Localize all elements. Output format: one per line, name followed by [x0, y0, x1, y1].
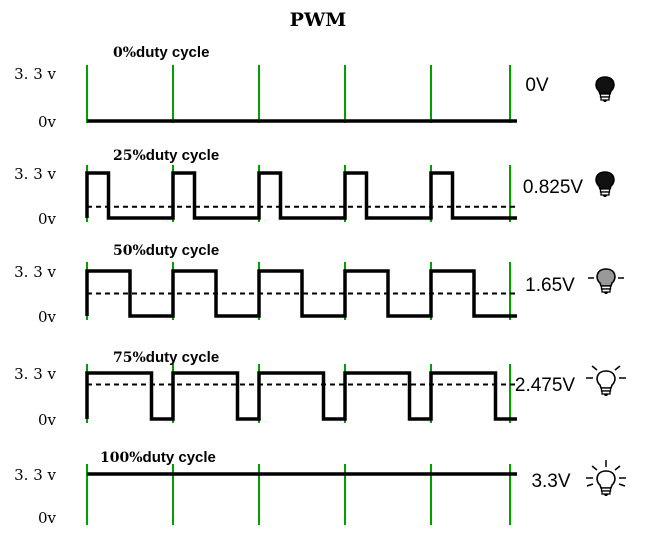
high-level-label: 3. 3 v — [14, 263, 56, 281]
light-bulb-icon — [586, 365, 626, 396]
low-level-label: 0v — [38, 411, 57, 429]
pwm-row-0pct: 3. 3 v 0v 0%duty cycle 0V — [14, 44, 615, 131]
rows-group: 3. 3 v 0v 0%duty cycle 0V 3. 3 v 0v 25%duty cy… — [14, 44, 626, 527]
pwm-row-75pct: 3. 3 v 0v 75%duty cycle 2.475V — [14, 349, 626, 429]
duty-cycle-heading: 0%duty cycle — [113, 44, 209, 61]
average-voltage-label: 0.825V — [523, 177, 584, 198]
pwm-row-100pct: 3. 3 v 0v 100%duty cycle 3.3V — [14, 449, 626, 527]
low-level-label: 0v — [38, 308, 57, 326]
average-voltage-label: 3.3V — [531, 471, 570, 492]
light-bulb-icon — [586, 460, 626, 496]
light-bulb-icon — [588, 268, 624, 294]
average-voltage-label: 2.475V — [515, 375, 576, 396]
duty-cycle-heading: 25%duty cycle — [113, 147, 219, 164]
pwm-waveform — [85, 371, 517, 421]
duty-cycle-heading: 100%duty cycle — [100, 449, 216, 466]
pwm-row-50pct: 3. 3 v 0v 50%duty cycle 1.65V — [14, 242, 624, 326]
diagram-title: PWM — [290, 9, 347, 31]
duty-cycle-heading: 75%duty cycle — [113, 349, 219, 366]
duty-cycle-heading: 50%duty cycle — [113, 242, 219, 259]
low-level-label: 0v — [38, 509, 57, 527]
high-level-label: 3. 3 v — [14, 365, 56, 383]
high-level-label: 3. 3 v — [14, 165, 56, 183]
average-voltage-label: 1.65V — [525, 275, 575, 296]
low-level-label: 0v — [38, 113, 57, 131]
high-level-label: 3. 3 v — [14, 65, 56, 83]
pwm-row-25pct: 3. 3 v 0v 25%duty cycle 0.825V — [14, 147, 615, 228]
average-voltage-label: 0V — [525, 75, 549, 96]
pwm-waveform — [85, 269, 517, 318]
low-level-label: 0v — [38, 210, 57, 228]
pwm-waveform — [85, 171, 517, 220]
high-level-label: 3. 3 v — [14, 466, 56, 484]
light-bulb-icon — [595, 76, 615, 102]
light-bulb-icon — [595, 171, 615, 197]
